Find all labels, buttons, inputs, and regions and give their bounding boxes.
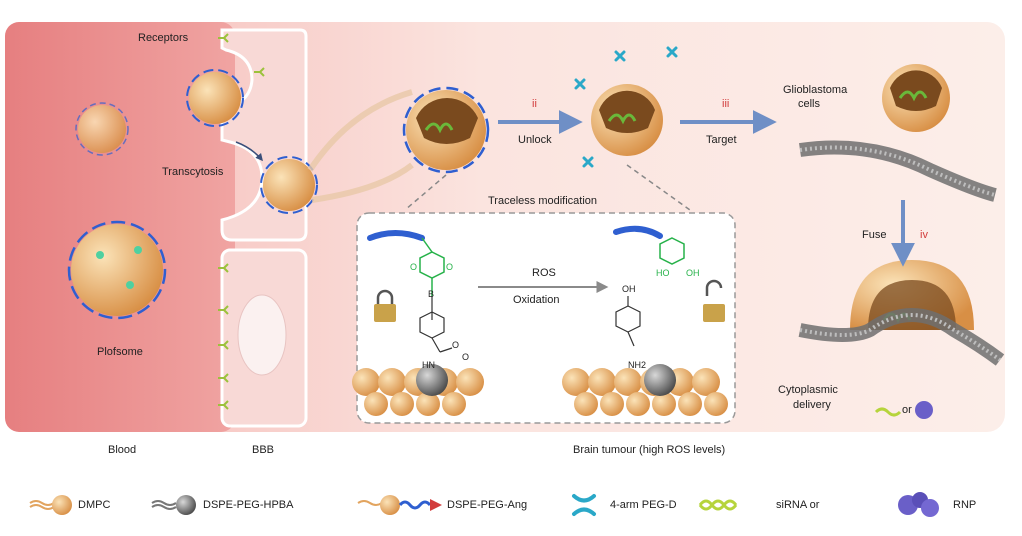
chem-o: O: [446, 262, 454, 272]
sirna-icon: [874, 407, 902, 417]
zoom-ray: [311, 162, 414, 203]
legend-hpba-icon: [151, 495, 196, 515]
legend-sirna-icon: [698, 499, 738, 511]
label-cytoplasmic: Cytoplasmic: [778, 384, 838, 396]
chem-bond: [439, 347, 453, 353]
four-arm-peg-icon-group: [574, 46, 678, 168]
legend-hpba-label: DSPE-PEG-HPBA: [203, 499, 294, 511]
plofsome-large-blood: [67, 220, 167, 320]
legend-ang-label: DSPE-PEG-Ang: [447, 499, 528, 511]
legend-ang-icon: [357, 495, 442, 515]
plofsome-cutaway-unlocked: [591, 84, 663, 156]
receptor-icon: [218, 263, 229, 273]
transcytosis-arrow: [235, 141, 263, 162]
receptor-icon: [218, 373, 229, 383]
receptor-group: [218, 33, 265, 410]
label-receptors: Receptors: [138, 32, 189, 44]
hpba-lipid-head: [416, 364, 448, 396]
peg-chain: [367, 230, 425, 241]
lipid-head: [704, 392, 728, 416]
chem-bond: [431, 337, 441, 353]
chem-oh: OH: [622, 284, 636, 294]
plofsome-targeting: [882, 64, 950, 132]
lipid-head: [352, 368, 380, 396]
lipid-head: [378, 368, 406, 396]
label-oxidation: Oxidation: [513, 294, 560, 306]
receptor-icon: [218, 305, 229, 315]
label-delivery: delivery: [793, 399, 831, 411]
legend-dmpc-label: DMPC: [78, 499, 111, 511]
rnp-icon: [915, 401, 933, 419]
lipid-head: [626, 392, 650, 416]
label-or: or: [902, 404, 912, 416]
chem-nh2: NH2: [628, 360, 647, 370]
step-iv-label: iv: [920, 229, 928, 241]
lipid-head: [390, 392, 414, 416]
chem-ho: HO: [656, 268, 670, 278]
plofsome-transcytosis: [260, 156, 318, 214]
receptor-icon: [218, 340, 229, 350]
lipid-head: [652, 392, 676, 416]
cell-membrane-fused: [799, 313, 1002, 362]
locked-padlock-icon: [374, 289, 396, 322]
chem-o: O: [452, 340, 460, 350]
label-plofsome: Plofsome: [97, 346, 143, 358]
hpba-lipid-head: [644, 364, 676, 396]
receptor-icon: [218, 400, 229, 410]
label-unlock: Unlock: [518, 134, 552, 146]
label-glioblastoma: Glioblastoma: [783, 84, 848, 96]
lipid-bilayer-inset: [352, 364, 728, 416]
nucleus: [237, 294, 287, 376]
step-iii-label: iii: [722, 98, 730, 110]
lipid-head: [600, 392, 624, 416]
chem-hn: HN: [422, 360, 435, 370]
label-fuse: Fuse: [862, 229, 887, 241]
chem-o: O: [462, 352, 470, 362]
lipid-head: [562, 368, 590, 396]
label-brain-tumour: Brain tumour (high ROS levels): [573, 444, 726, 456]
lipid-head: [574, 392, 598, 416]
legend-dmpc-icon: [29, 495, 72, 515]
legend-rnp-icon: [898, 492, 939, 517]
lipid-head: [456, 368, 484, 396]
cell-membrane: [799, 145, 996, 197]
chem-bond: [627, 331, 635, 347]
chem-oh: OH: [686, 268, 700, 278]
unlocked-padlock-icon: [703, 279, 725, 322]
lipid-head: [364, 392, 388, 416]
label-blood: Blood: [108, 444, 137, 456]
catechol-ring: [659, 237, 685, 265]
receptor-icon: [218, 33, 229, 43]
legend-rnp-label: RNP: [953, 499, 977, 511]
lipid-head: [442, 392, 466, 416]
legend-four-arm-peg-icon: [572, 494, 596, 516]
label-traceless: Traceless modification: [488, 195, 598, 207]
label-cells: cells: [798, 98, 821, 110]
label-transcytosis: Transcytosis: [162, 166, 224, 178]
plofsome-binding-receptor: [186, 69, 244, 127]
lipid-head: [692, 368, 720, 396]
lipid-head: [614, 368, 642, 396]
chem-bond: [421, 237, 433, 253]
step-ii-label: ii: [532, 98, 537, 110]
label-ros: ROS: [532, 267, 556, 279]
lipid-head: [588, 368, 616, 396]
inset-callout-line: [626, 164, 691, 211]
lipid-head: [416, 392, 440, 416]
plofsome-small-blood: [75, 102, 129, 156]
label-bbb: BBB: [252, 444, 275, 456]
peg-chain: [613, 225, 663, 239]
plofsome-cutaway-locked: [402, 86, 490, 174]
lipid-head: [678, 392, 702, 416]
legend-four-arm-label: 4-arm PEG-D: [610, 499, 677, 511]
zoom-ray: [307, 89, 413, 172]
chem-b: B: [428, 289, 435, 299]
legend-sirna-label: siRNA or: [776, 499, 820, 511]
chem-o: O: [410, 262, 418, 272]
receptor-icon: [254, 67, 265, 77]
label-target: Target: [706, 134, 737, 146]
